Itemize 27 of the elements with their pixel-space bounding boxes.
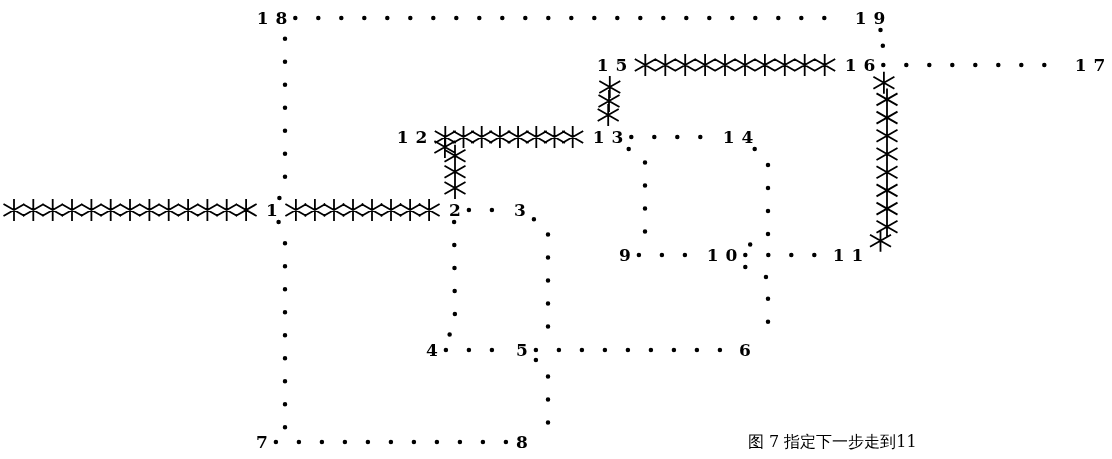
point-number: 1 (259, 200, 285, 220)
point-number: 10 (699, 245, 745, 265)
asterisk-path (869, 70, 899, 253)
point-number: 13 (585, 127, 631, 147)
figure-caption: 图 7 指定下一步走到11 (748, 432, 917, 453)
point-number: 3 (507, 200, 533, 220)
point-number: 11 (825, 245, 871, 265)
point-number: 8 (509, 432, 535, 452)
asterisk-path (2, 198, 258, 222)
point-number: 16 (837, 55, 883, 75)
asterisk-path (633, 53, 837, 77)
point-number: 17 (1067, 55, 1112, 75)
point-number: 14 (715, 127, 761, 147)
asterisk-path (284, 198, 441, 222)
point-number: 18 (249, 8, 295, 28)
point-number: 15 (589, 55, 635, 75)
point-number: 4 (419, 340, 445, 360)
point-number: 9 (612, 245, 638, 265)
point-number: 2 (442, 200, 468, 220)
asterisk-path (433, 125, 585, 149)
point-number: 7 (249, 432, 275, 452)
dotted-path (273, 439, 509, 445)
asterisk-path (596, 75, 622, 127)
point-number: 6 (732, 340, 758, 360)
point-number: 19 (847, 8, 893, 28)
point-number: 5 (509, 340, 535, 360)
point-number: 12 (389, 127, 435, 147)
